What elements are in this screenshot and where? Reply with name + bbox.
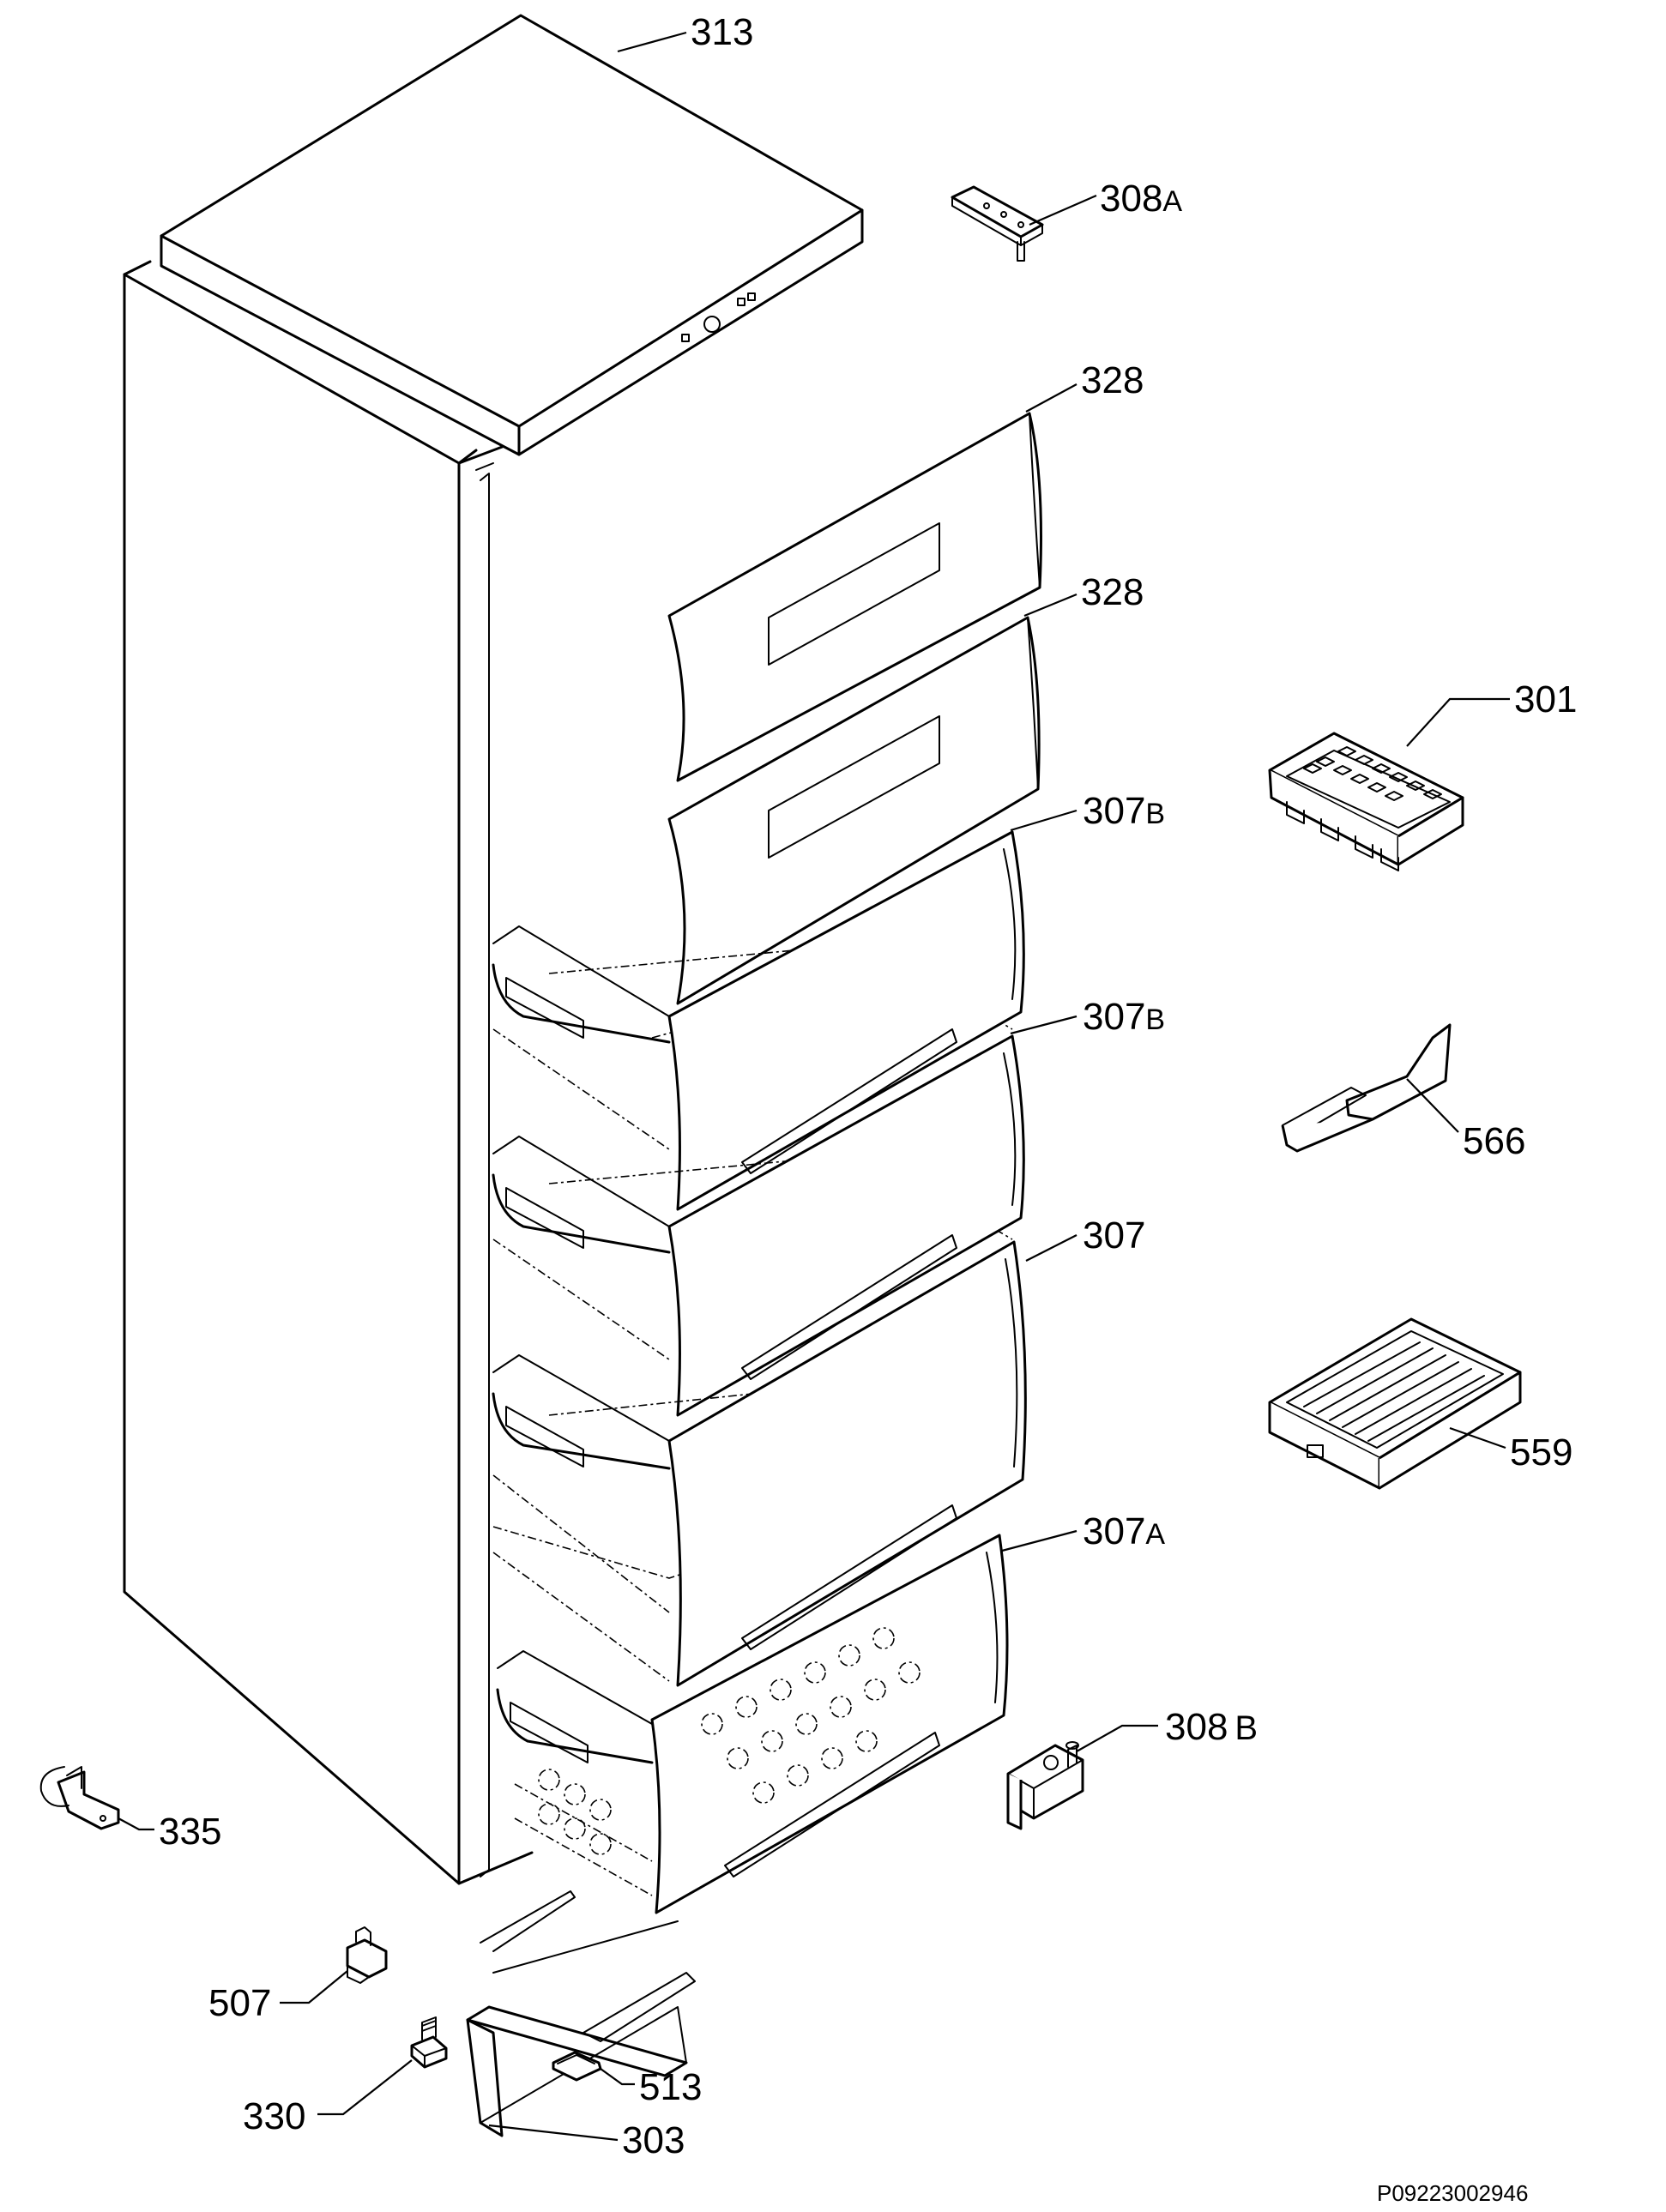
flap-328-upper	[667, 412, 1042, 782]
drawer-307	[492, 1240, 1027, 1687]
plinth-303	[466, 1890, 696, 2137]
leader-lines	[118, 31, 1510, 2142]
label-559: 559	[1510, 1431, 1572, 1474]
clip-507	[346, 1926, 388, 1984]
label-301: 301	[1514, 678, 1577, 720]
drawer-307a	[496, 1534, 1009, 1914]
clip-513	[552, 2051, 602, 2082]
label-566: 566	[1463, 1120, 1525, 1162]
label-328-upper: 328	[1081, 359, 1144, 401]
top-cover-313	[160, 14, 864, 456]
part-labels: 313 308A 328 328 301 307B 307B 566 307 5…	[159, 11, 1577, 2206]
bottom-hinge-308b	[1006, 1741, 1084, 1830]
ice-scraper-566	[1281, 1023, 1452, 1153]
label-307a: 307A	[1083, 1510, 1165, 1552]
label-335: 335	[159, 1811, 221, 1853]
cold-accumulator-559	[1268, 1317, 1522, 1490]
indicator-light-icon	[747, 292, 756, 301]
label-507: 507	[208, 1982, 271, 2024]
indicator-light-icon	[737, 298, 745, 306]
adjustable-foot-330	[410, 2016, 448, 2069]
drawer-307b-lower	[492, 1034, 1025, 1417]
label-307: 307	[1083, 1214, 1145, 1257]
indicator-light-icon	[681, 334, 690, 342]
ice-cube-tray-301	[1268, 732, 1464, 871]
freezer-cabinet	[123, 260, 534, 1885]
control-knob-icon	[703, 316, 721, 333]
label-308a: 308A	[1100, 178, 1182, 220]
document-code: P09223002946	[1377, 2180, 1528, 2206]
label-313: 313	[691, 11, 753, 53]
label-303: 303	[622, 2119, 685, 2161]
label-513: 513	[639, 2066, 702, 2108]
label-330: 330	[243, 2095, 305, 2137]
label-307b-upper: 307B	[1083, 790, 1165, 832]
flap-328-lower	[667, 616, 1041, 1005]
label-328-lower: 328	[1081, 571, 1144, 613]
drawer-307b-upper	[492, 830, 1025, 1211]
hinge-bracket-335	[39, 1766, 120, 1830]
label-307b-lower: 307B	[1083, 996, 1165, 1038]
top-hinge-308a	[951, 185, 1044, 262]
